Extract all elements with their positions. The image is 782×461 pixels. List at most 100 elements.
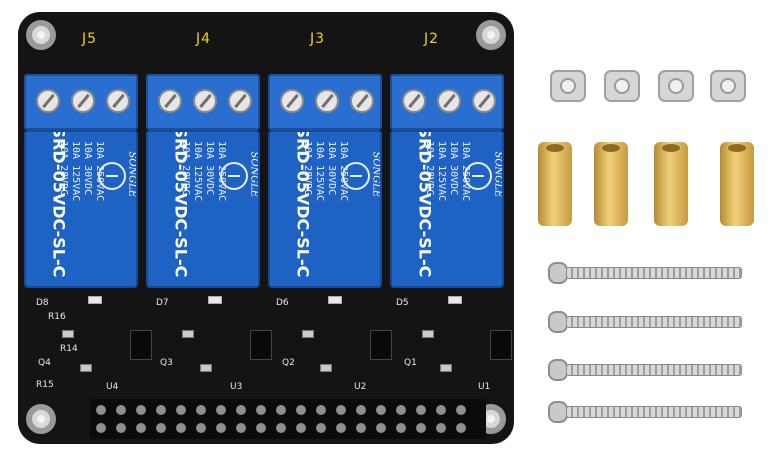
header-pin — [156, 423, 166, 433]
pcb-label-d7: D7 — [156, 298, 169, 308]
header-pin — [176, 423, 186, 433]
header-pin — [316, 423, 326, 433]
relay-board: J5 J4 J3 J2 10A 250VAC — [18, 12, 514, 444]
mounting-screw — [548, 311, 742, 333]
relay-label-area: 10A 250VAC 10A 30VDC 10A 125VAC 10A 28VD… — [36, 132, 137, 280]
mounting-screw — [548, 401, 742, 423]
terminal-screw-icon — [193, 89, 217, 113]
terminal-screw-icon — [402, 89, 426, 113]
smd-component — [422, 330, 434, 338]
relay-model: SRD-05VDC-SL-C — [171, 130, 191, 278]
mounting-screw — [548, 262, 742, 284]
relay-rating-line: 10A 125VAC — [192, 141, 203, 202]
relay-brand: SONGLE — [370, 151, 382, 198]
relay-3: 10A 250VAC 10A 30VDC 10A 125VAC 10A 28VD… — [268, 130, 382, 288]
header-pin — [316, 405, 326, 415]
status-led — [448, 296, 462, 304]
header-pin — [116, 423, 126, 433]
pcb-label-r14: R14 — [60, 344, 78, 354]
pcb-label-d8: D8 — [36, 298, 49, 308]
pcb-label-q2: Q2 — [282, 358, 295, 368]
header-pin — [416, 423, 426, 433]
brass-standoff — [594, 142, 628, 226]
relay-rating-line: 10A 30VDC — [448, 141, 459, 196]
header-pin — [456, 423, 466, 433]
header-pin — [456, 405, 466, 415]
pcb-label-d6: D6 — [276, 298, 289, 308]
terminal-screw-icon — [228, 89, 252, 113]
smd-component — [182, 330, 194, 338]
terminal-block-4 — [390, 74, 504, 130]
header-pin — [236, 405, 246, 415]
terminal-screw-icon — [71, 89, 95, 113]
header-pin — [436, 423, 446, 433]
cqc-mark-icon — [464, 162, 492, 190]
status-led — [208, 296, 222, 304]
mounting-screw — [548, 359, 742, 381]
terminal-screw-icon — [280, 89, 304, 113]
header-pin — [416, 405, 426, 415]
screw-shaft — [566, 316, 742, 328]
mount-hole-top-left — [26, 20, 56, 50]
relay-rating-line: 10A 30VDC — [204, 141, 215, 196]
mount-hole-top-right — [476, 20, 506, 50]
connector-label-j4: J4 — [196, 31, 212, 47]
header-pin — [236, 423, 246, 433]
hex-nut — [550, 70, 586, 102]
header-pin — [176, 405, 186, 415]
relay-model: SRD-05VDC-SL-C — [415, 130, 435, 278]
header-pin — [396, 423, 406, 433]
connector-label-j3: J3 — [310, 31, 326, 47]
relay-rating-line: 10A 30VDC — [82, 141, 93, 196]
driver-ic — [370, 330, 392, 360]
smd-component — [62, 330, 74, 338]
cqc-mark-icon — [342, 162, 370, 190]
mount-hole-bottom-left — [26, 404, 56, 434]
relay-rating-line: 10A 125VAC — [70, 141, 81, 202]
pcb-label-u1: U1 — [478, 382, 491, 392]
header-pin — [296, 423, 306, 433]
brass-standoff — [538, 142, 572, 226]
relay-rating-line: 10A 125VAC — [314, 141, 325, 202]
smd-component — [440, 364, 452, 372]
screw-shaft — [566, 406, 742, 418]
relay-brand: SONGLE — [126, 151, 138, 198]
relay-brand: SONGLE — [492, 151, 504, 198]
header-pin — [96, 423, 106, 433]
pcb-label-u4: U4 — [106, 382, 119, 392]
driver-ic — [490, 330, 512, 360]
pcb-label-q3: Q3 — [160, 358, 173, 368]
terminal-screw-icon — [472, 89, 496, 113]
terminal-block-2 — [146, 74, 260, 130]
relay-brand: SONGLE — [248, 151, 260, 198]
header-pin — [296, 405, 306, 415]
connector-label-j5: J5 — [82, 31, 98, 47]
terminal-screw-icon — [315, 89, 339, 113]
header-pin — [376, 405, 386, 415]
driver-ic — [250, 330, 272, 360]
driver-ic — [130, 330, 152, 360]
relay-label-area: 10A 250VAC 10A 30VDC 10A 125VAC 10A 28VD… — [280, 132, 381, 280]
relay-4: 10A 250VAC 10A 30VDC 10A 125VAC 10A 28VD… — [390, 130, 504, 288]
smd-component — [320, 364, 332, 372]
header-pin — [356, 405, 366, 415]
header-pin — [256, 405, 266, 415]
header-pin — [336, 423, 346, 433]
header-pin — [96, 405, 106, 415]
pcb-label-u3: U3 — [230, 382, 243, 392]
header-pin — [336, 405, 346, 415]
pcb-label-d5: D5 — [396, 298, 409, 308]
brass-standoff — [720, 142, 754, 226]
status-led — [328, 296, 342, 304]
header-pin — [116, 405, 126, 415]
terminal-screw-icon — [106, 89, 130, 113]
header-pin — [256, 423, 266, 433]
relay-label-area: 10A 250VAC 10A 30VDC 10A 125VAC 10A 28VD… — [402, 132, 503, 280]
terminal-block-3 — [268, 74, 382, 130]
header-pin — [216, 423, 226, 433]
hex-nut — [658, 70, 694, 102]
header-pin — [156, 405, 166, 415]
terminal-screw-icon — [36, 89, 60, 113]
header-pin — [196, 423, 206, 433]
smd-component — [80, 364, 92, 372]
